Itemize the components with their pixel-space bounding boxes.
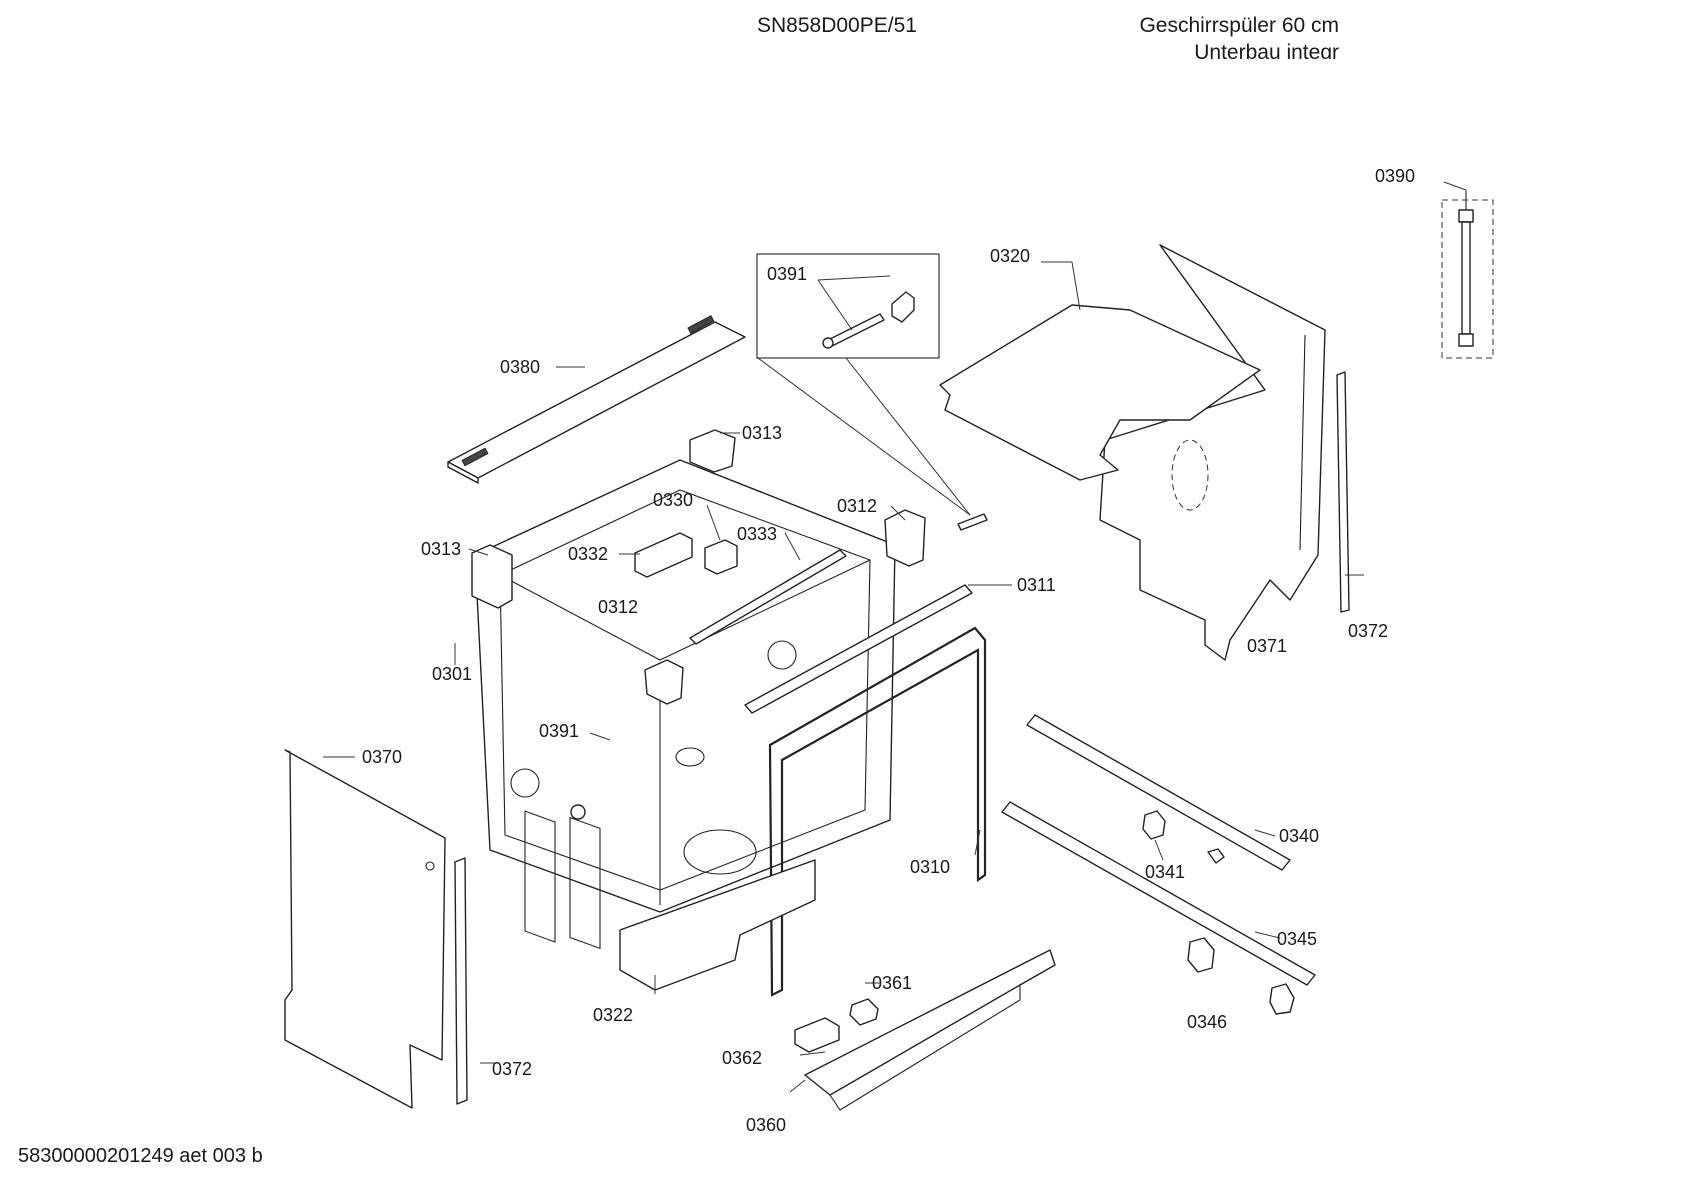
part-0333-rail[interactable] xyxy=(689,549,847,645)
part-0341-clip[interactable] xyxy=(1142,810,1225,864)
part-0361-part[interactable] xyxy=(849,998,879,1026)
part-0391-screw-detail[interactable] xyxy=(756,253,988,531)
callout-0311[interactable]: 0311 xyxy=(1017,575,1056,595)
callout-0310[interactable]: 0310 xyxy=(910,857,950,877)
model-number: SN858D00PE/51 xyxy=(757,14,917,37)
callout-0370[interactable]: 0370 xyxy=(362,747,402,767)
appliance-subdescription: Unterbau integr xyxy=(1194,41,1339,64)
callout-0362[interactable]: 0362 xyxy=(722,1048,762,1068)
part-0372-trim-strip-left[interactable] xyxy=(454,857,468,1105)
part-0360-base-tray[interactable] xyxy=(804,949,1056,1111)
part-0301-tub[interactable] xyxy=(474,459,896,950)
part-0345-rail[interactable] xyxy=(1001,801,1316,986)
callout-0391-tub[interactable]: 0391 xyxy=(539,721,579,741)
part-0322-base-front[interactable] xyxy=(619,859,816,991)
callout-0361[interactable]: 0361 xyxy=(872,973,912,993)
part-0346-clip[interactable] xyxy=(1187,937,1295,1015)
appliance-description: Geschirrspüler 60 cm xyxy=(1139,14,1339,37)
callout-0313-left[interactable]: 0313 xyxy=(421,539,461,559)
callout-labels: 0390 0391 0320 0380 0313 0330 0312 0333 … xyxy=(362,166,1415,1135)
callout-0346[interactable]: 0346 xyxy=(1187,1012,1227,1032)
part-0380-top-cover[interactable] xyxy=(447,315,746,484)
callout-0301[interactable]: 0301 xyxy=(432,664,472,684)
part-0320-insulation-mat[interactable] xyxy=(939,304,1261,481)
callout-0372-right[interactable]: 0372 xyxy=(1348,621,1388,641)
callout-0371[interactable]: 0371 xyxy=(1247,636,1287,656)
callout-0380[interactable]: 0380 xyxy=(500,357,540,377)
callout-0333[interactable]: 0333 xyxy=(737,524,777,544)
part-0310-door-seal[interactable] xyxy=(768,626,987,997)
part-0312-bracket-front[interactable] xyxy=(644,659,684,705)
callout-0360[interactable]: 0360 xyxy=(746,1115,786,1135)
part-0330-hinge[interactable] xyxy=(704,539,738,575)
callout-0312-inner[interactable]: 0312 xyxy=(598,597,638,617)
part-0371-side-panel[interactable] xyxy=(1099,244,1326,661)
part-0362-part[interactable] xyxy=(794,1017,840,1053)
part-0340-rail[interactable] xyxy=(1026,714,1291,871)
callout-0330[interactable]: 0330 xyxy=(653,490,693,510)
callout-0345[interactable]: 0345 xyxy=(1277,929,1317,949)
callout-0322[interactable]: 0322 xyxy=(593,1005,633,1025)
callout-0313-top[interactable]: 0313 xyxy=(742,423,782,443)
part-0313-bracket-top[interactable] xyxy=(689,429,736,473)
part-0372-trim-strip-right[interactable] xyxy=(1336,371,1350,613)
part-0312-bracket-right[interactable] xyxy=(884,509,926,567)
part-0311-seal-strip[interactable] xyxy=(744,584,973,714)
callout-0332[interactable]: 0332 xyxy=(568,544,608,564)
callout-0372-left[interactable]: 0372 xyxy=(492,1059,532,1079)
callout-0391-detail[interactable]: 0391 xyxy=(767,264,807,284)
part-0313-bracket-left[interactable] xyxy=(471,544,513,609)
callout-0312-right[interactable]: 0312 xyxy=(837,496,877,516)
callout-0340[interactable]: 0340 xyxy=(1279,826,1319,846)
callout-0341[interactable]: 0341 xyxy=(1145,862,1185,882)
part-0332-sensor[interactable] xyxy=(634,532,693,578)
leader-lines xyxy=(323,181,1467,1093)
part-0370-side-panel[interactable] xyxy=(284,749,446,1109)
callout-0390[interactable]: 0390 xyxy=(1375,166,1415,186)
part-0390-hose-kit[interactable] xyxy=(1441,190,1494,359)
callout-0320[interactable]: 0320 xyxy=(990,246,1030,266)
document-code: 58300000201249 aet 003 b xyxy=(18,1145,263,1167)
